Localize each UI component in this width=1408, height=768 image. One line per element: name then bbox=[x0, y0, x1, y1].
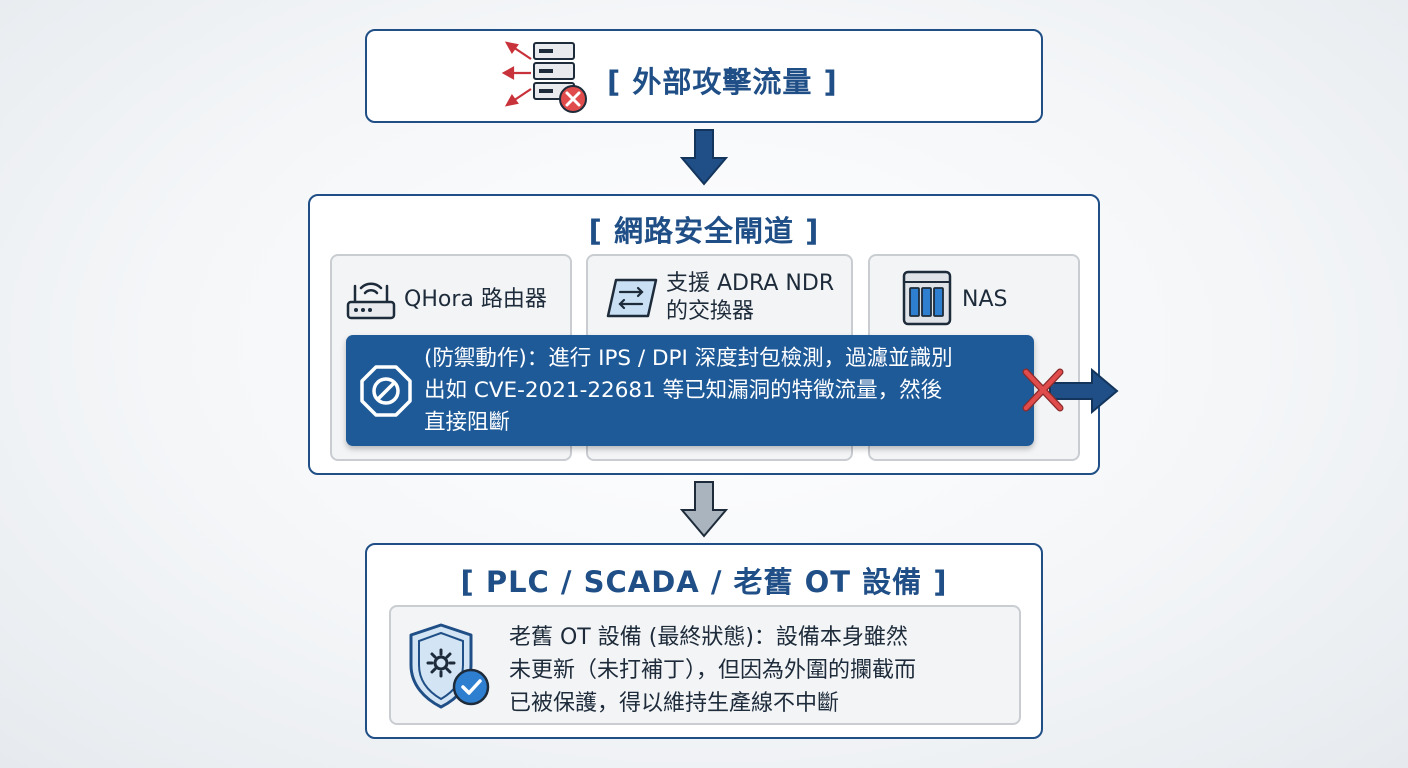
ot-title: [ PLC / SCADA / 老舊 OT 設備 ] bbox=[460, 565, 948, 599]
ot-status-line1: 老舊 OT 設備 (最終狀態)：設備本身雖然 bbox=[509, 625, 908, 650]
shield-gear-check-icon bbox=[409, 623, 490, 709]
switch-label-line1: 支援 ADRA NDR bbox=[666, 271, 835, 296]
defense-action-banner: (防禦動作)：進行 IPS / DPI 深度封包檢測，過濾並識別 出如 CVE-… bbox=[346, 335, 1034, 446]
ot-status-line3: 已被保護，得以維持生產線不中斷 bbox=[509, 691, 840, 716]
router-label: QHora 路由器 bbox=[404, 287, 547, 312]
down-arrow-icon bbox=[679, 129, 729, 186]
attack-title: [ 外部攻擊流量 ] bbox=[607, 65, 838, 99]
attack-traffic-box: [ 外部攻擊流量 ] bbox=[365, 29, 1043, 123]
router-icon bbox=[346, 282, 396, 320]
ot-devices-box: [ PLC / SCADA / 老舊 OT 設備 ] 老舊 OT 設備 (最終狀… bbox=[365, 543, 1043, 739]
server-attack-icon bbox=[501, 41, 587, 113]
switch-icon bbox=[606, 278, 658, 318]
down-arrow-icon bbox=[679, 481, 729, 538]
switch-label-line2: 的交換器 bbox=[666, 299, 755, 324]
defense-action-line2: 出如 CVE-2021-22681 等已知漏洞的特徵流量，然後 bbox=[424, 378, 943, 403]
defense-action-line1: (防禦動作)：進行 IPS / DPI 深度封包檢測，過濾並識別 bbox=[424, 346, 953, 371]
nas-icon bbox=[902, 270, 952, 326]
ot-status-card: 老舊 OT 設備 (最終狀態)：設備本身雖然 未更新（未打補丁），但因為外圍的攔… bbox=[389, 605, 1021, 725]
blocked-traffic-arrow-icon bbox=[1022, 367, 1119, 415]
block-icon bbox=[360, 365, 412, 417]
defense-action-line3: 直接阻斷 bbox=[424, 410, 511, 435]
gateway-title: [ 網路安全閘道 ] bbox=[588, 214, 820, 248]
nas-label: NAS bbox=[962, 287, 1008, 312]
ot-status-line2: 未更新（未打補丁），但因為外圍的攔截而 bbox=[509, 658, 917, 683]
